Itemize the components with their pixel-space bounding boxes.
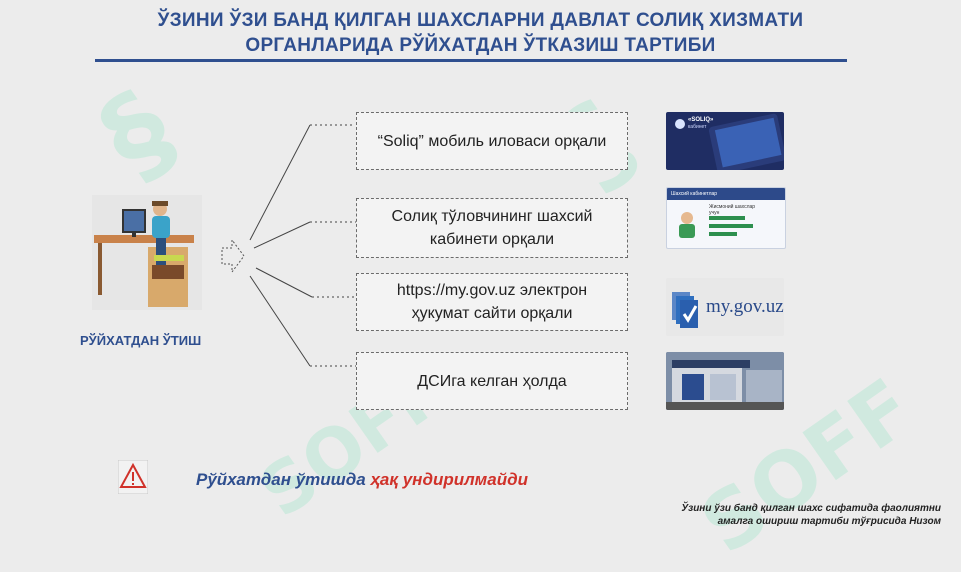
mygov-text: my.gov.uz xyxy=(706,296,784,317)
registration-label: РЎЙХАТДАН ЎТИШ xyxy=(80,333,202,348)
option-label: ДСИга келган ҳолда xyxy=(417,372,567,390)
soliq-app-image: «SOLIQ» кабинет xyxy=(666,112,784,170)
footer-source: Ўзини ўзи банд қилган шахс сифатида фаол… xyxy=(681,502,941,528)
option-label: ҳукумат сайти орқали xyxy=(411,305,573,322)
option-label: “Soliq” мобиль иловаси орқали xyxy=(377,132,607,150)
option-label: https://my.gov.uz электрон xyxy=(396,282,588,299)
option-label: Солиқ тўловчининг шахсий xyxy=(391,208,593,225)
note-text: Рўйхатдан ўтишда xyxy=(196,470,371,489)
user-avatar-icon xyxy=(679,212,753,238)
cabinet-text: учун xyxy=(709,210,720,216)
page-title: ЎЗИНИ ЎЗИ БАНД ҚИЛГАН ШАХСЛАРНИ ДАВЛАТ С… xyxy=(0,8,961,58)
footer-line: амалга ошириш тартиби тўғрисида Низом xyxy=(717,516,941,527)
page-title-line: ЎЗИНИ ЎЗИ БАНД ҚИЛГАН ШАХСЛАРНИ ДАВЛАТ С… xyxy=(157,10,804,31)
free-of-charge-note: Рўйхатдан ўтишда ҳақ ундирилмайди xyxy=(196,470,528,490)
option-visit-tax-office[interactable]: ДСИга келган ҳолда xyxy=(356,352,628,410)
title-divider xyxy=(95,59,847,62)
cabinet-header: Шахсий кабинетлар xyxy=(667,188,785,200)
footer-line: Ўзини ўзи банд қилган шахс сифатида фаол… xyxy=(681,503,941,514)
person-at-desk-illustration xyxy=(92,195,202,310)
warning-icon xyxy=(118,460,148,494)
option-mygov-site[interactable]: https://my.gov.uz электрон ҳукумат сайти… xyxy=(356,273,628,331)
soliq-brand: «SOLIQ» xyxy=(688,117,714,123)
checkmark-icon xyxy=(672,292,698,328)
connector-lines xyxy=(249,124,356,367)
option-personal-cabinet[interactable]: Солиқ тўловчининг шахсий кабинети орқали xyxy=(356,198,628,258)
mygov-logo: my.gov.uz xyxy=(666,278,784,336)
option-soliq-app[interactable]: “Soliq” мобиль иловаси орқали xyxy=(356,112,628,170)
tax-office-building-image xyxy=(666,352,784,410)
page-title-line: ОРГАНЛАРИДА РЎЙХАТДАН ЎТКАЗИШ ТАРТИБИ xyxy=(245,35,716,56)
note-highlight: ҳақ ундирилмайди xyxy=(370,470,528,489)
phone-icon xyxy=(675,113,784,170)
personal-cabinet-image: Шахсий кабинетлар Жисмоний шахслар учун xyxy=(666,187,786,249)
cabinet-text: Жисмоний шахслар xyxy=(709,204,756,210)
option-label: кабинети орқали xyxy=(429,231,555,248)
soliq-sub: кабинет xyxy=(688,124,707,130)
building-icon xyxy=(666,352,784,410)
arrow-right-icon xyxy=(221,238,245,274)
